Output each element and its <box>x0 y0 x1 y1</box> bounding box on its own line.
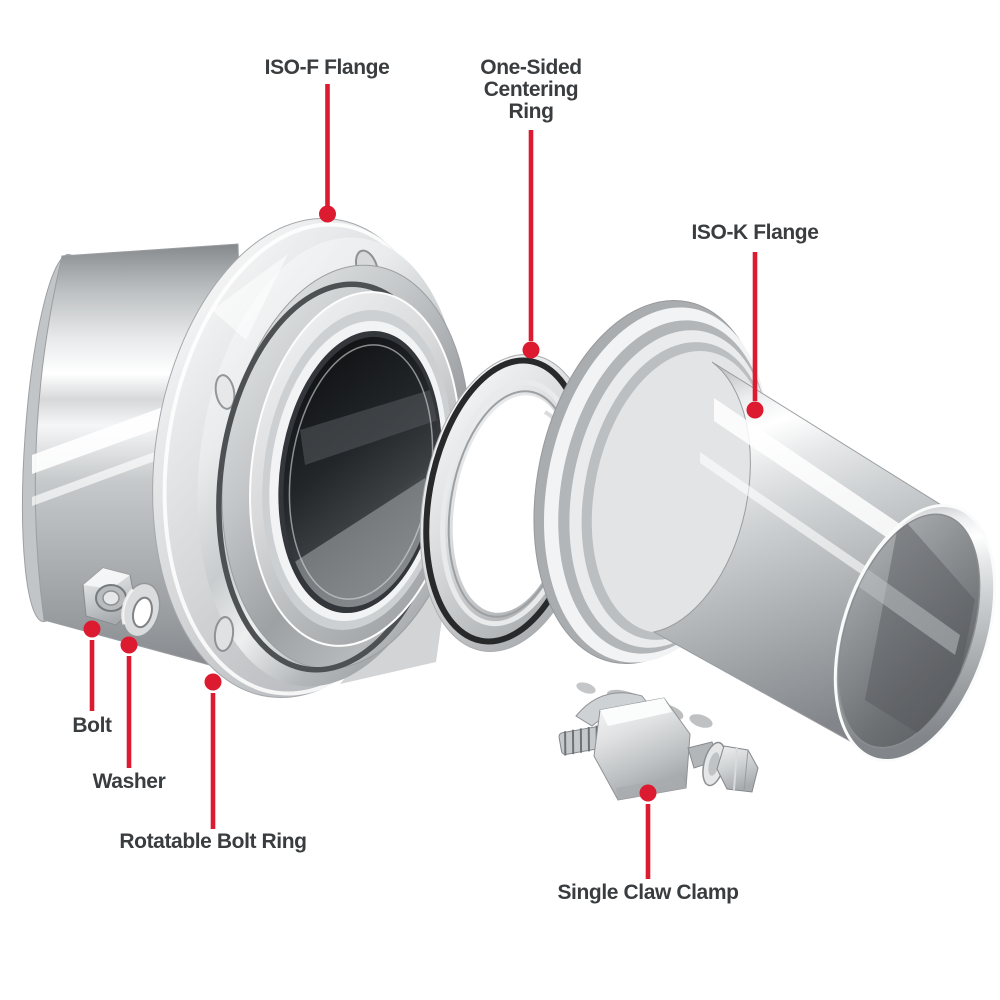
single-claw-clamp-part <box>558 692 759 801</box>
label-iso-f-flange: ISO-F Flange <box>264 56 390 79</box>
label-one-sided-centering-ring: One-Sided Centering Ring <box>480 56 582 123</box>
leader-iso-f-flange <box>319 84 336 223</box>
leader-iso-k-flange <box>746 252 764 419</box>
leader-bolt <box>83 620 101 711</box>
leader-single-claw-clamp <box>639 784 657 879</box>
bolt-hole <box>214 374 236 410</box>
iso-f-flange-assembly <box>22 217 471 699</box>
leader-one-sided-centering-ring <box>522 130 540 359</box>
tube-opening <box>837 513 981 749</box>
iso-k-flange-tube <box>533 300 997 762</box>
bolt-hole <box>213 616 235 652</box>
washer-part <box>121 582 161 638</box>
label-single-claw-clamp: Single Claw Clamp <box>557 881 739 904</box>
label-washer: Washer <box>92 770 166 793</box>
leader-washer <box>120 636 138 768</box>
leader-rotatable-bolt-ring <box>204 673 222 829</box>
label-iso-k-flange: ISO-K Flange <box>691 221 819 244</box>
label-bolt: Bolt <box>72 714 112 737</box>
label-rotatable-bolt-ring: Rotatable Bolt Ring <box>119 830 307 853</box>
